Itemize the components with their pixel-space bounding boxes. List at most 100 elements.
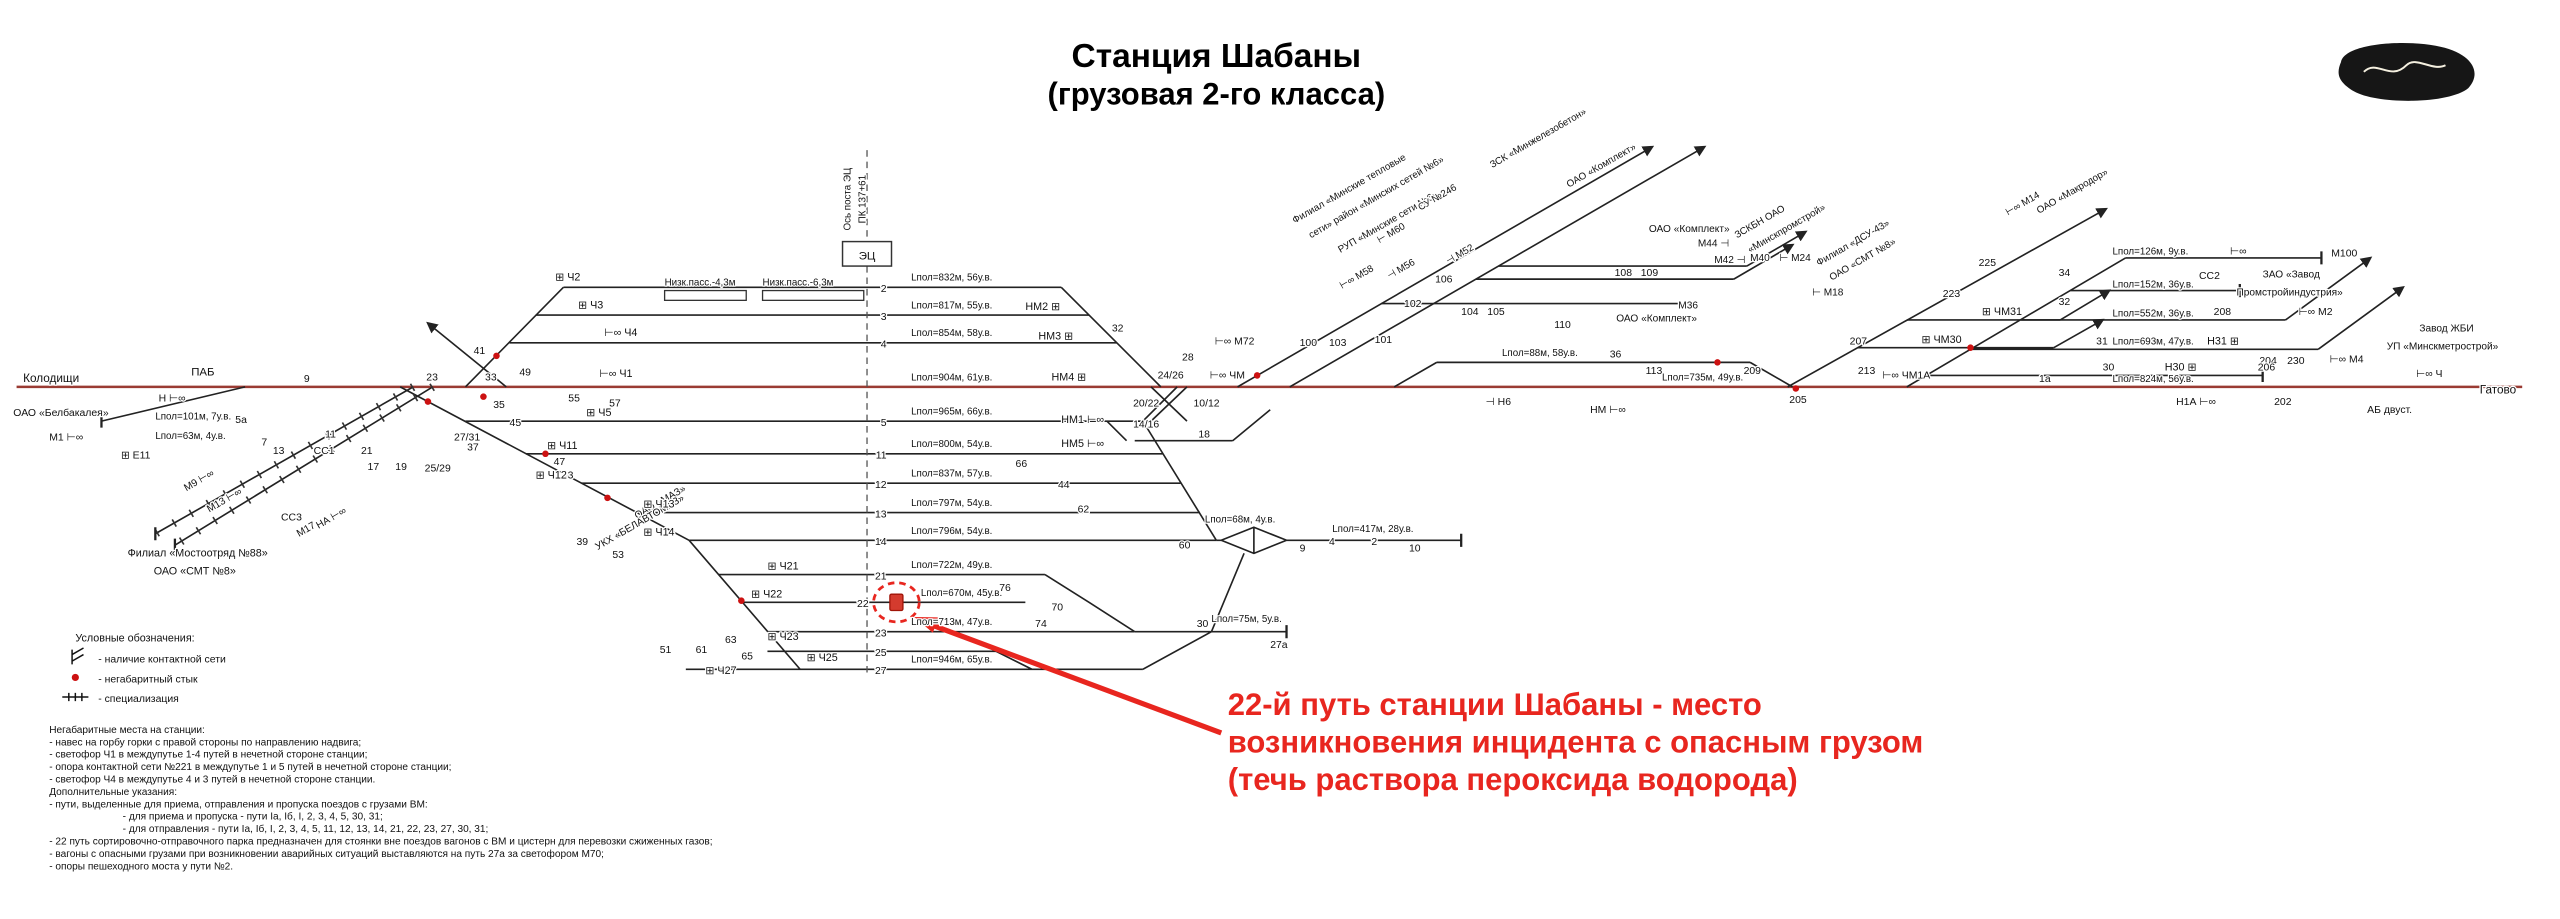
diagram-label: 205 bbox=[1789, 395, 1807, 406]
diagram-label: 65 bbox=[741, 651, 753, 662]
diagram-label: Lпол=101м, 7у.в. bbox=[155, 412, 231, 423]
diagram-label: 105 bbox=[1487, 307, 1505, 318]
signal-ch27: ⊞ Ч27 bbox=[705, 665, 736, 677]
diagram-label: 102 bbox=[1404, 299, 1422, 310]
diagram-label: 41 bbox=[474, 346, 486, 357]
incident-annotation-line2: возникновения инцидента с опасным грузом bbox=[1228, 725, 1924, 760]
diagram-label: 103 bbox=[1329, 338, 1347, 349]
diagram-label: ⊢ М24 bbox=[1779, 253, 1811, 264]
signal-ch2: ⊞ Ч2 bbox=[555, 272, 580, 284]
industrial-branch-tracks bbox=[1381, 265, 2061, 349]
incident-annotation-line3: (течь раствора пероксида водорода) bbox=[1228, 762, 1798, 797]
diagram-label: М40 bbox=[1750, 253, 1770, 264]
diagram-label: ⊢∞ М58 bbox=[1338, 263, 1376, 291]
org-komplekt: ОАО «Комплект» bbox=[1616, 314, 1697, 325]
track22-length: Lпол=670м, 45у.в. bbox=[921, 588, 1002, 599]
diagram-label: 100 bbox=[1300, 338, 1318, 349]
signal-nm1: НМ1 ⊢∞ bbox=[1061, 414, 1104, 426]
diagram-label: 9 bbox=[304, 374, 310, 385]
diagram-label: Lпол=126м, 9у.в. bbox=[2112, 247, 2188, 258]
incident-tank-car-icon bbox=[889, 593, 904, 612]
track-number-22: 22 bbox=[857, 599, 869, 610]
diagram-label: Lпол=946м, 65у.в. bbox=[911, 655, 992, 666]
diagram-label: 230 bbox=[2287, 356, 2305, 367]
endpoint-right: Гатово bbox=[2480, 383, 2517, 396]
diagram-label: Lпол=854м, 58у.в. bbox=[911, 328, 992, 339]
page-title: Станция Шабаны bbox=[1072, 38, 1362, 75]
track-number: 11 bbox=[876, 451, 887, 462]
diagram-label: 14/16 bbox=[1133, 420, 1159, 431]
diagram-label: 110 bbox=[1554, 320, 1571, 331]
platform-low-1 bbox=[663, 289, 747, 302]
diagram-label: Lпол=965м, 66у.в. bbox=[911, 407, 992, 418]
diagram-label: Lпол=713м, 47у.в. bbox=[911, 617, 992, 628]
diagram-label: 27/31 bbox=[454, 433, 480, 444]
diagram-label: 13 bbox=[273, 446, 285, 457]
diagram-label: ⊣ М56 bbox=[1385, 257, 1417, 282]
diagram-label: 25/29 bbox=[425, 464, 451, 475]
diagram-label: М9 ⊢∞ bbox=[182, 468, 216, 494]
diagram-label: 101 bbox=[1375, 335, 1393, 346]
diagram-label: 57 bbox=[609, 398, 621, 409]
legend-item-specialization: - специализация bbox=[98, 694, 179, 705]
diagram-label: 4 bbox=[1329, 537, 1335, 548]
diagram-label: 47 bbox=[554, 457, 566, 468]
diagram-label: СС3 bbox=[281, 513, 302, 524]
diagram-label: 32 bbox=[1112, 323, 1124, 334]
track-number: 12 bbox=[875, 480, 887, 491]
track-number: 27 bbox=[875, 666, 887, 677]
oversize-joint-icon bbox=[71, 673, 79, 682]
diagram-label: ⊞ Е11 bbox=[121, 451, 151, 462]
diagram-label: 206 bbox=[2258, 363, 2276, 374]
diagram-label: 39 bbox=[576, 537, 588, 548]
signal-nm: НМ ⊢∞ bbox=[1590, 405, 1626, 416]
diagram-label: 62 bbox=[1078, 505, 1090, 516]
ec-axis-pk: ПК 137+61 bbox=[857, 175, 868, 223]
diagram-label: 30 bbox=[1197, 619, 1209, 630]
diagram-label: Lпол=417м, 28у.в. bbox=[1332, 524, 1413, 535]
track-number: 30 bbox=[2103, 363, 2115, 374]
ec-post-box bbox=[841, 240, 893, 267]
ec-axis-label: Ось поста ЭЦ bbox=[843, 167, 854, 230]
org-smt8: ОАО «СМТ №8» bbox=[154, 566, 236, 578]
org-mostootryad: Филиал «Мостоотряд №88» bbox=[128, 548, 268, 560]
diagram-label: Lпол=832м, 56у.в. bbox=[911, 273, 992, 284]
legend-item-joint: - негабаритный стык bbox=[98, 673, 198, 685]
station-notes-layer: Негабаритные места на станции:- навес на… bbox=[48, 723, 714, 874]
diagram-label: СС2 bbox=[2199, 271, 2220, 282]
diagram-label: 21 bbox=[361, 446, 373, 457]
hump-diamond bbox=[1219, 526, 1289, 555]
diagram-label: 44 bbox=[1058, 480, 1070, 491]
signal-ch3: ⊞ Ч3 bbox=[578, 300, 603, 312]
signal-ch13: ⊞ Ч13 bbox=[643, 499, 674, 511]
diagram-label: 74 bbox=[1035, 619, 1047, 630]
platform-label: Низк.пасс.-4,3м bbox=[665, 278, 736, 289]
track-number: 13 bbox=[875, 509, 887, 520]
diagram-label: 45 bbox=[510, 418, 522, 429]
diagram-label: 10/12 bbox=[1193, 398, 1219, 409]
diagram-label: Lпол=693м, 47у.в. bbox=[2112, 336, 2193, 347]
signal-n6: ⊣ Н6 bbox=[1486, 397, 1512, 408]
block-system-label: АБ двуст. bbox=[2367, 405, 2412, 416]
note-line: - для приема и пропуска - пути Iа, Iб, I… bbox=[123, 811, 383, 823]
diagram-label: 202 bbox=[2274, 397, 2292, 408]
incident-arrow-head bbox=[914, 617, 939, 633]
diagram-label: СС1 bbox=[314, 446, 335, 457]
page-subtitle: (грузовая 2-го класса) bbox=[1048, 76, 1386, 111]
diagram-label: ⊢∞ М72 bbox=[1215, 336, 1255, 347]
diagram-label: 20/22 bbox=[1133, 398, 1159, 409]
diagram-label: 11 bbox=[325, 429, 336, 440]
right-cluster-tracks bbox=[1906, 257, 2322, 388]
diagram-label: 223 bbox=[1943, 289, 1961, 300]
signal-ch1: ⊢∞ Ч1 bbox=[599, 368, 632, 380]
diagram-label: ⊢∞ М4 bbox=[2330, 354, 2364, 365]
org-zhbi-2: УП «Минскметрострой» bbox=[2387, 341, 2499, 352]
diagram-label: 19 bbox=[395, 462, 407, 473]
track-number: 23 bbox=[875, 629, 887, 640]
track-number: 14 bbox=[875, 537, 887, 548]
diagram-label: 43 bbox=[562, 470, 574, 481]
track-bumpers bbox=[100, 251, 2323, 639]
diagram-label: 106 bbox=[1435, 274, 1453, 285]
note-line: - навес на горбу горки с правой стороны … bbox=[49, 736, 361, 748]
note-line: - для отправления - пути Iа, Iб, I, 2, 3… bbox=[123, 823, 489, 835]
